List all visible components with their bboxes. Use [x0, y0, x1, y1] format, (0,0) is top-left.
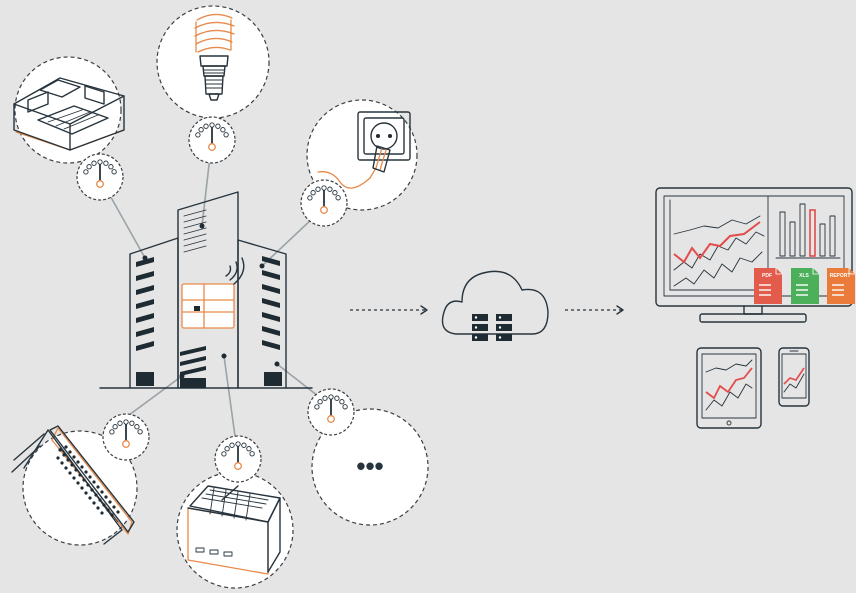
- wifi-signal-icon: [225, 257, 245, 285]
- more-devices-label: •••: [356, 451, 383, 481]
- smartphone-icon: [778, 347, 810, 407]
- gauges: [76, 116, 355, 483]
- arrow-building-to-cloud: [350, 305, 428, 315]
- report-file-label: XLS: [799, 273, 809, 279]
- heat-pump-icon: [11, 425, 138, 546]
- power-outlet-icon: [306, 99, 418, 211]
- report-file-report: REPORT: [827, 268, 855, 304]
- gauge-light-bulb: [188, 116, 236, 164]
- iot-gateway-icon: [181, 283, 235, 329]
- report-file-xls: XLS: [791, 268, 819, 304]
- report-file-label: PDF: [762, 273, 772, 279]
- gauge-more-devices: [307, 388, 355, 436]
- building-icon: [99, 191, 313, 389]
- gauge-freezer: [214, 435, 262, 483]
- report-files: PDF XLS REPORT: [754, 268, 855, 304]
- tablet-icon: [696, 347, 762, 429]
- gauge-heat-pump: [102, 413, 150, 461]
- connector-lines: [107, 155, 319, 437]
- light-bulb-icon: [156, 5, 270, 119]
- monitor-bar-chart: [775, 203, 841, 259]
- more-devices-circle: •••: [311, 408, 429, 526]
- arrow-cloud-to-dashboard: [565, 305, 624, 315]
- gauge-ceiling-ac: [76, 153, 124, 201]
- report-file-label: REPORT: [830, 273, 851, 279]
- freezer-icon: [176, 471, 294, 589]
- cloud-server-icon: [441, 270, 549, 341]
- ceiling-ac-icon: [13, 56, 125, 164]
- report-file-pdf: PDF: [754, 268, 782, 304]
- heat-pump-grille: [56, 445, 120, 517]
- building-windows: [136, 209, 282, 388]
- gauge-power-outlet: [300, 179, 348, 227]
